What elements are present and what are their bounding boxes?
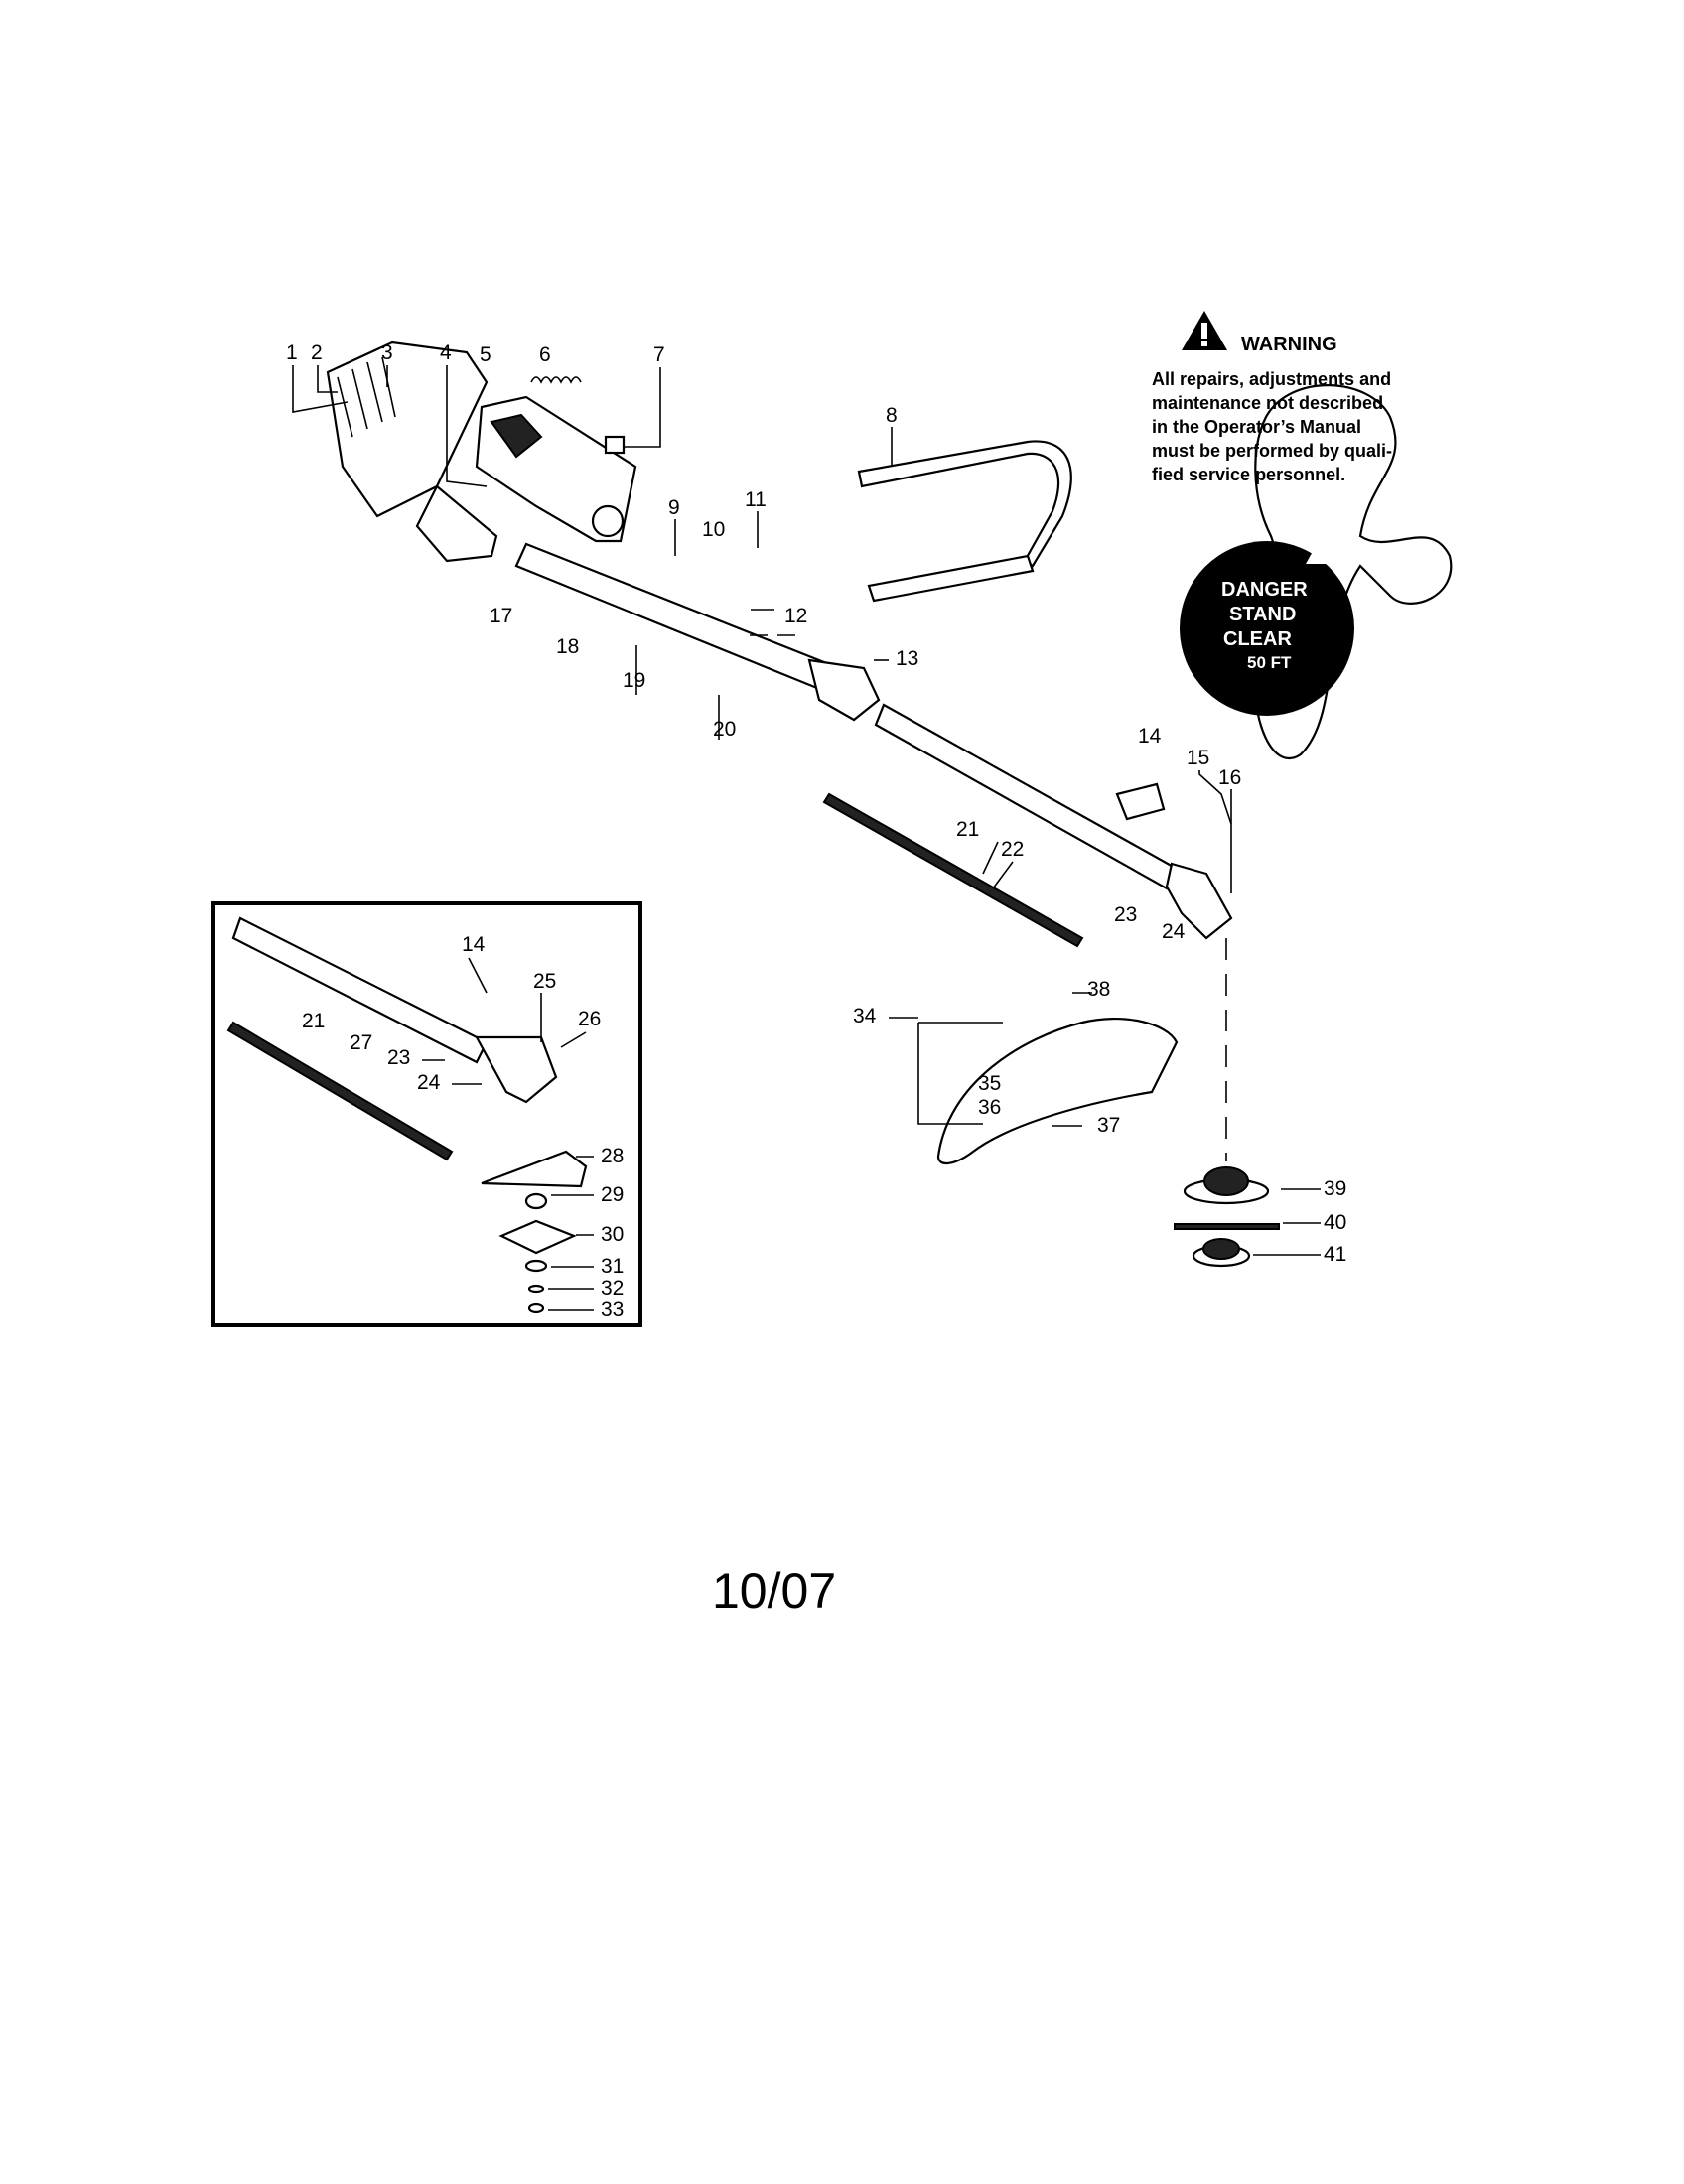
part-label: 13 xyxy=(896,647,918,670)
part-label: 14 xyxy=(1138,725,1162,748)
part-label: 40 xyxy=(1324,1211,1346,1234)
coupler xyxy=(807,658,881,722)
part-label: 16 xyxy=(1218,766,1241,789)
part-labels: 1 2 3 4 5 6 7 8 9 10 11 12 13 14 15 16 1… xyxy=(286,341,1346,1266)
warning-line: maintenance not described xyxy=(1152,393,1383,413)
inset-part-label: 24 xyxy=(417,1071,441,1094)
lower-tube xyxy=(874,703,1233,940)
inset-part-label: 25 xyxy=(533,970,556,993)
part-label: 4 xyxy=(440,341,452,364)
leader-lines xyxy=(292,365,1321,1256)
warning-line: in the Operator’s Manual xyxy=(1152,417,1361,437)
danger-line: STAND xyxy=(1229,604,1296,625)
inset-part-label: 32 xyxy=(601,1277,624,1299)
inset-part-label: 23 xyxy=(387,1046,410,1069)
engine-housing-right xyxy=(475,395,637,543)
inset-part-label: 21 xyxy=(302,1010,325,1032)
handle-bar xyxy=(857,440,1072,603)
inset-cable xyxy=(226,1021,454,1161)
grass-guard xyxy=(917,1017,1179,1164)
inset-part-label: 29 xyxy=(601,1183,624,1206)
inset-part-label: 31 xyxy=(601,1255,624,1278)
warning-block: WARNING All repairs, adjustments and mai… xyxy=(1152,311,1392,484)
guard-bracket xyxy=(1115,782,1166,821)
part-label: 9 xyxy=(668,496,680,519)
warning-title: WARNING xyxy=(1241,334,1337,355)
part-label: 1 xyxy=(286,341,298,364)
part-label: 35 xyxy=(978,1072,1001,1095)
part-label: 6 xyxy=(539,343,551,366)
footer-date: 10/07 xyxy=(712,1564,836,1619)
danger-line: CLEAR xyxy=(1223,628,1292,650)
part-label: 17 xyxy=(490,605,512,627)
inset-labels: 14 25 26 21 27 23 24 28 29 30 31 32 33 xyxy=(302,933,624,1321)
spring xyxy=(530,376,582,384)
inset-part-label: 33 xyxy=(601,1298,624,1321)
danger-line: DANGER xyxy=(1221,579,1308,601)
part-label: 8 xyxy=(886,404,898,427)
part-label: 7 xyxy=(653,343,665,366)
part-label: 5 xyxy=(480,343,491,366)
inset-part-label: 26 xyxy=(578,1008,601,1030)
drive-cable xyxy=(822,792,1084,948)
danger-line: 50 FT xyxy=(1247,653,1292,672)
part-label: 22 xyxy=(1001,838,1024,861)
warning-triangle-icon xyxy=(1182,311,1227,350)
inset-blade xyxy=(498,1192,577,1314)
trimmer-head xyxy=(1174,1166,1280,1268)
danger-decal-text: DANGER STAND CLEAR 50 FT xyxy=(1221,579,1308,672)
small-part-7 xyxy=(604,435,626,455)
part-label: 38 xyxy=(1087,978,1110,1001)
part-label: 36 xyxy=(978,1096,1001,1119)
part-label: 23 xyxy=(1114,903,1137,926)
part-label: 2 xyxy=(311,341,323,364)
part-label: 3 xyxy=(381,341,393,364)
part-label: 15 xyxy=(1187,747,1209,769)
inset-guard xyxy=(481,1150,588,1188)
inset-part-label: 30 xyxy=(601,1223,624,1246)
danger-decal xyxy=(1180,541,1354,716)
inset-tube xyxy=(231,916,558,1104)
part-label: 20 xyxy=(713,718,736,741)
part-label: 11 xyxy=(745,488,767,511)
part-label: 41 xyxy=(1324,1243,1346,1266)
part-label: 37 xyxy=(1097,1114,1120,1137)
warning-line: fied service personnel. xyxy=(1152,465,1345,484)
inset-part-label: 27 xyxy=(350,1031,372,1054)
part-label: 18 xyxy=(556,635,579,658)
part-label: 19 xyxy=(623,669,645,692)
inset-part-label: 28 xyxy=(601,1145,624,1167)
engine-housing-left xyxy=(326,341,498,563)
part-label: 24 xyxy=(1162,920,1186,943)
part-label: 12 xyxy=(784,605,807,627)
inset-frame xyxy=(211,901,642,1327)
warning-line: All repairs, adjustments and xyxy=(1152,369,1391,389)
part-label: 39 xyxy=(1324,1177,1346,1200)
inset-part-label: 14 xyxy=(462,933,486,956)
part-label: 10 xyxy=(702,518,725,541)
centerline xyxy=(750,634,1227,1161)
part-label: 21 xyxy=(956,818,979,841)
part-label: 34 xyxy=(853,1005,877,1027)
warning-line: must be performed by quali- xyxy=(1152,441,1392,461)
